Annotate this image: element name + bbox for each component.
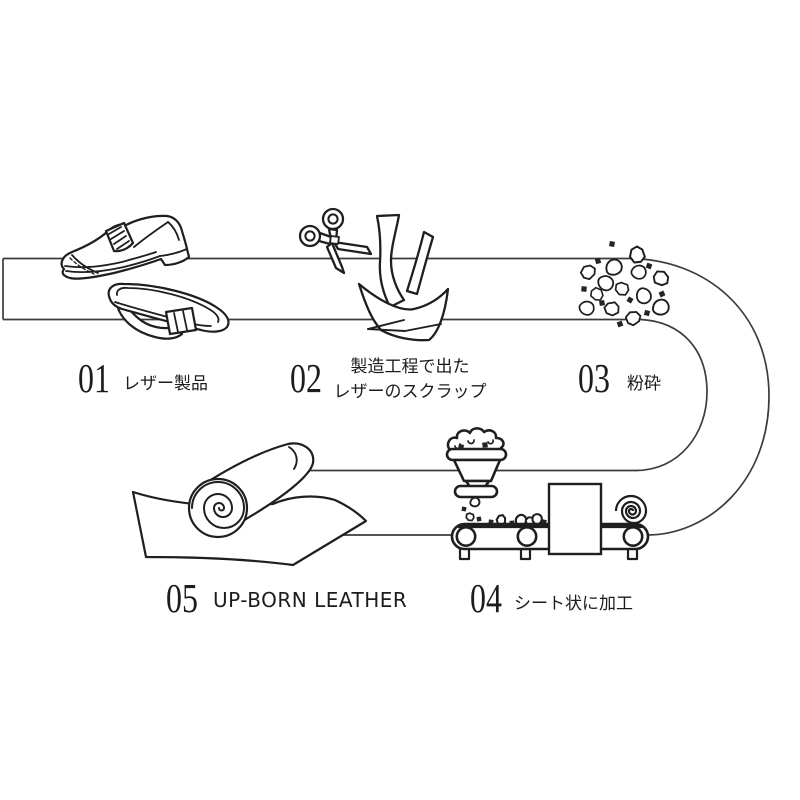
falling-particles-icon bbox=[461, 495, 547, 528]
belt-buckle bbox=[164, 306, 198, 336]
step-05-label: UP-BORN LEATHER bbox=[213, 588, 408, 612]
conveyor-roller bbox=[516, 525, 538, 547]
step-05-number: 05 bbox=[166, 575, 198, 621]
scissors-icon bbox=[298, 207, 373, 275]
step-02-label: 製造工程で出た レザーのスクラップ bbox=[330, 355, 490, 405]
step-02-label-line2: レザーのスクラップ bbox=[333, 382, 487, 402]
step-03-number: 03 bbox=[578, 355, 610, 401]
step-04-number: 04 bbox=[470, 575, 502, 621]
conveyor-roller bbox=[622, 525, 644, 547]
crushed-particles-icon bbox=[576, 240, 672, 328]
shoe-laces bbox=[108, 226, 130, 250]
leather-scraps-icon bbox=[357, 213, 450, 342]
belt-icon bbox=[107, 282, 230, 340]
step-02-number: 02 bbox=[290, 355, 322, 401]
roll-face-spiral bbox=[191, 481, 245, 529]
step-03-label: 粉砕 bbox=[627, 374, 661, 394]
dress-shoe-icon bbox=[60, 214, 191, 280]
step-04-label: シート状に加工 bbox=[514, 594, 633, 614]
step-01-label: レザー製品 bbox=[123, 374, 208, 394]
hopper-icon bbox=[445, 427, 508, 499]
leather-roll-icon bbox=[131, 442, 368, 567]
band-inner-curve bbox=[635, 318, 708, 472]
conveyor-roller bbox=[455, 525, 477, 547]
rolled-sheet-spiral-icon bbox=[614, 494, 648, 525]
step-01-number: 01 bbox=[78, 355, 110, 401]
band-outer-curve bbox=[628, 257, 770, 536]
press-box bbox=[547, 482, 603, 556]
step-02-label-line1: 製造工程で出た bbox=[350, 357, 470, 377]
